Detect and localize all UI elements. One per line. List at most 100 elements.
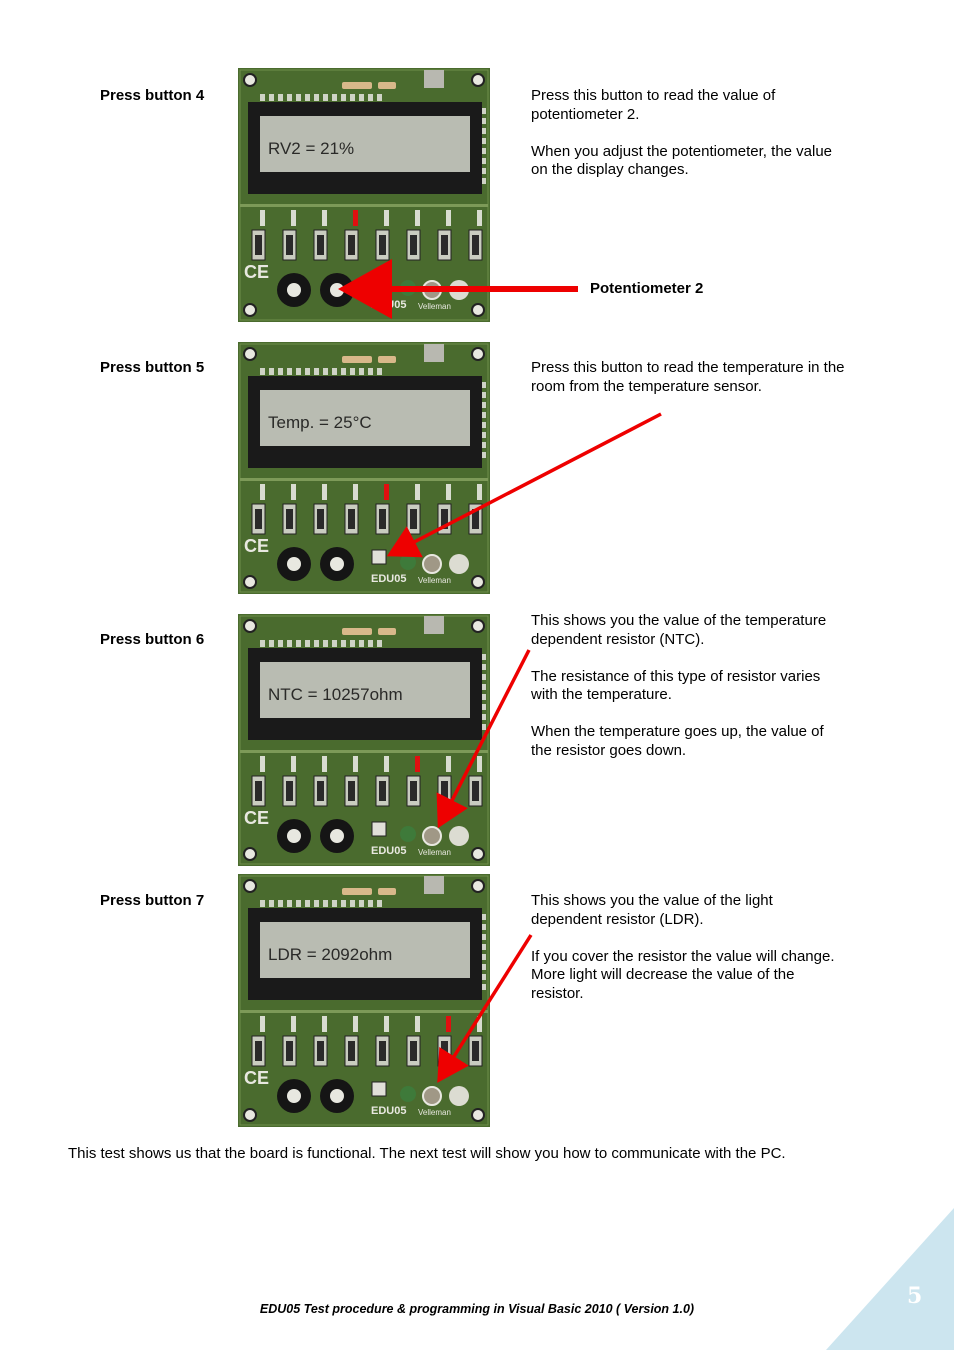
paragraph: When you adjust the potentiometer, the v… [531,142,833,179]
led [353,210,358,226]
led [291,1016,296,1032]
temperature-sensor [371,549,387,565]
resistor [342,628,372,635]
mounting-hole [471,619,485,633]
page-corner-decoration [826,1208,954,1350]
led [415,756,420,772]
header-pin [305,368,310,375]
header-pin [314,94,319,101]
side-pin [482,934,486,940]
paragraph: When the temperature goes up, the value … [531,723,824,759]
push-button-cap [472,781,479,801]
side-pin [482,704,486,710]
side-pin [482,442,486,448]
mounting-hole [243,619,257,633]
led [353,1016,358,1032]
header-pin [269,640,274,647]
led [384,484,389,500]
mounting-hole [243,1108,257,1122]
header-pin [260,368,265,375]
side-pin [482,392,486,398]
header-pin [377,640,382,647]
push-button-cap [255,235,262,255]
light-sensor [449,280,469,300]
side-pin [482,964,486,970]
header-pin [350,900,355,907]
header-pin [350,94,355,101]
header-pin [368,94,373,101]
mounting-hole [471,847,485,861]
board-brand-label: Velleman [418,576,451,585]
header-pin [314,640,319,647]
ntc-resistor [400,1086,416,1102]
push-button-cap [286,509,293,529]
header-pin [287,94,292,101]
side-pin [482,402,486,408]
board-brand-label: Velleman [418,1108,451,1117]
header-pin [269,368,274,375]
led [415,1016,420,1032]
light-sensor [449,826,469,846]
mounting-hole [471,1108,485,1122]
step-label-button-4: Press button 4 [100,87,205,104]
paragraph: This shows you the value of the temperat… [531,612,827,648]
side-pin [482,694,486,700]
push-button-cap [348,235,355,255]
ldr-resistor [422,280,442,300]
description-button-7: This shows you the value of the light de… [531,892,841,1022]
header-pin [359,900,364,907]
ldr-resistor [422,554,442,574]
header-pin [377,368,382,375]
led [353,756,358,772]
mounting-hole [243,347,257,361]
ldr-resistor [422,826,442,846]
temperature-sensor [371,275,387,291]
push-button-cap [379,781,386,801]
board-brand-label: Velleman [418,302,451,311]
push-button-cap [410,1041,417,1061]
paragraph: Press this button to read the value of p… [531,87,776,123]
lcd-screen [260,116,470,172]
header-pin [305,640,310,647]
led [446,210,451,226]
lcd-display-text: LDR = 2092ohm [268,945,392,964]
push-button-cap [410,509,417,529]
header-pin [287,368,292,375]
temperature-sensor [371,1081,387,1097]
led [322,210,327,226]
mounting-hole [243,575,257,589]
resistor [342,888,372,895]
led [322,484,327,500]
ce-mark: CE [244,808,269,828]
header-pin [341,900,346,907]
side-pin [482,138,486,144]
description-button-4: Press this button to read the value of p… [531,87,841,198]
header-pin [260,900,265,907]
header-pin [269,94,274,101]
mounting-hole [471,303,485,317]
lcd-screen [260,662,470,718]
led [446,1016,451,1032]
led [446,484,451,500]
usb-connector [424,344,444,362]
lcd-display-text: RV2 = 21% [268,139,354,158]
potentiometer-knob [330,283,344,297]
board-brand-label: Velleman [418,848,451,857]
ce-mark: CE [244,536,269,556]
header-pin [341,368,346,375]
side-pin [482,412,486,418]
side-pin [482,382,486,388]
header-pin [350,368,355,375]
header-pin [368,640,373,647]
push-button-cap [379,1041,386,1061]
light-sensor [449,554,469,574]
header-pin [269,900,274,907]
header-pin [278,368,283,375]
push-button-cap [286,1041,293,1061]
side-pin [482,148,486,154]
side-pin [482,724,486,730]
led [477,756,482,772]
side-pin [482,684,486,690]
paragraph: If you cover the resistor the value will… [531,947,835,1002]
